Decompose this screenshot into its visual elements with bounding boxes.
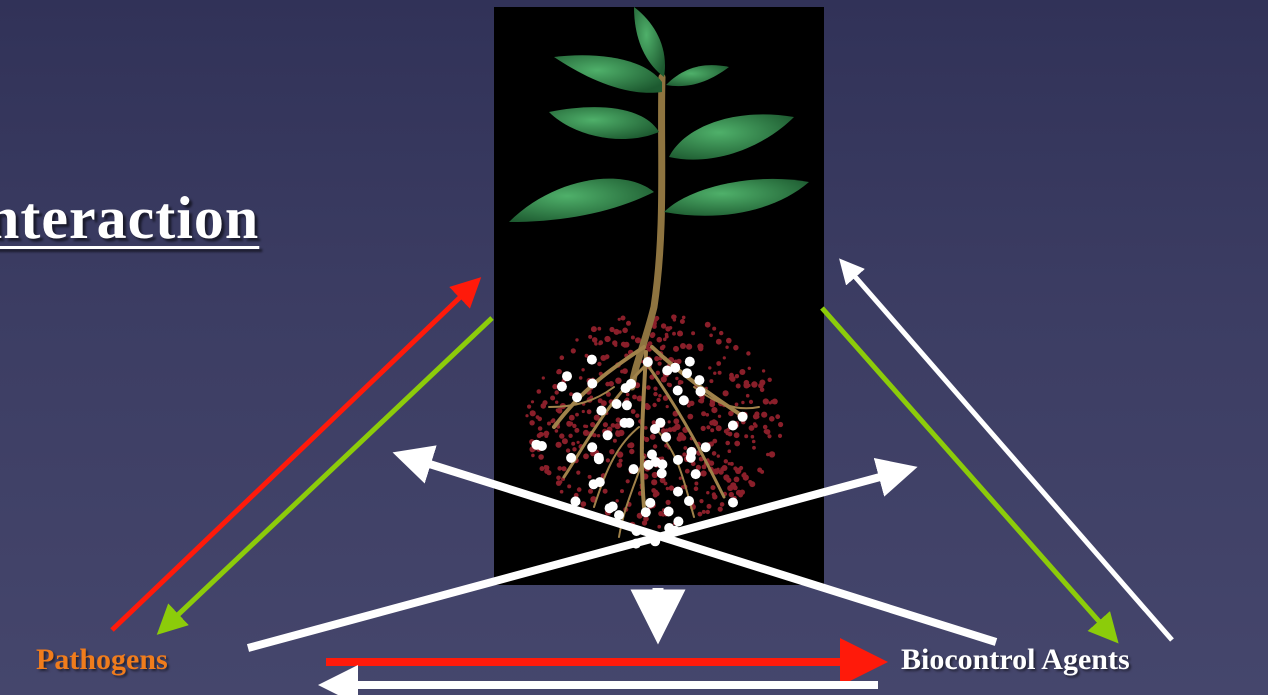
pathogens-label: Pathogens	[36, 643, 168, 677]
arrow-plant-to-pathogens	[164, 318, 492, 628]
biocontrol-agents-label: Biocontrol Agents	[901, 643, 1130, 677]
arrow-pathogens-to-upper-right	[248, 470, 906, 648]
arrow-plant-to-biocontrol	[822, 308, 1112, 636]
arrow-biocontrol-to-plant	[844, 264, 1172, 640]
arrow-biocontrol-to-upper-left	[404, 456, 996, 642]
